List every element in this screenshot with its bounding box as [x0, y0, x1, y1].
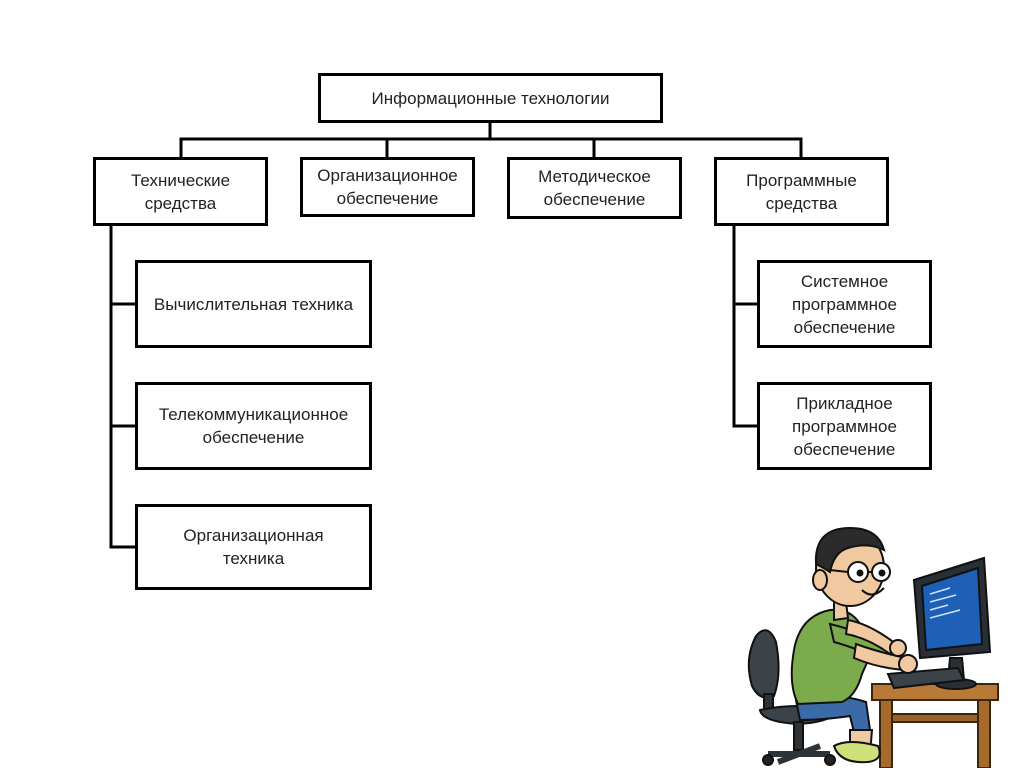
- node-system-software: Системное программное обеспечение: [757, 260, 932, 348]
- desk: [871, 683, 999, 768]
- person-head: [812, 526, 891, 622]
- person-at-computer-illustration: [747, 526, 999, 768]
- node-application-software: Прикладное программное обеспечение: [757, 382, 932, 470]
- category-methodical-support: Методическое обеспечение: [507, 157, 682, 219]
- node-computing-equipment: Вычислительная техника: [135, 260, 372, 348]
- root-node: Информационные технологии: [318, 73, 663, 123]
- node-telecom-support: Телекоммуникационное обеспечение: [135, 382, 372, 470]
- category-technical-means: Технические средства: [93, 157, 268, 226]
- category-organizational-support: Организационное обеспечение: [300, 157, 475, 217]
- computer-monitor: [912, 556, 992, 690]
- node-office-equipment: Организационная техника: [135, 504, 372, 590]
- person-legs: [794, 695, 881, 764]
- person-arms: [828, 618, 918, 674]
- category-software: Программные средства: [714, 157, 889, 226]
